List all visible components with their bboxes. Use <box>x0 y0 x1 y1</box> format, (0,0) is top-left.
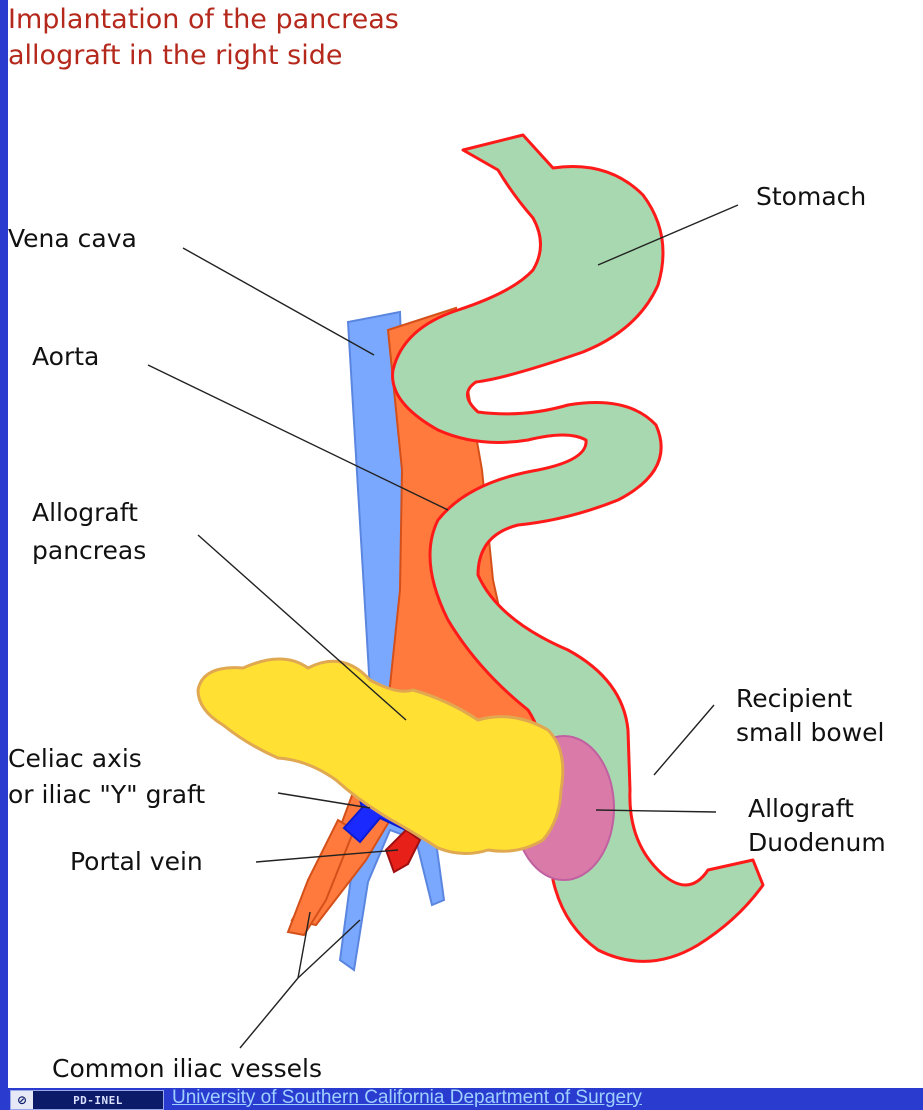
title-line-1: Implantation of the pancreas <box>8 4 399 35</box>
label-allograft-duodenum-line2: Duodenum <box>748 826 886 860</box>
label-celiac-axis-line1: Celiac axis <box>8 742 142 776</box>
label-stomach: Stomach <box>756 180 866 214</box>
label-allograft-pancreas-line2: pancreas <box>32 534 146 568</box>
label-allograft-pancreas-line1: Allograft <box>32 496 138 530</box>
label-celiac-axis-line2: or iliac "Y" graft <box>8 778 205 812</box>
label-recipient-small-bowel-line1: Recipient <box>736 682 852 716</box>
source-credit-link[interactable]: University of Southern California Depart… <box>172 1086 642 1110</box>
label-recipient-small-bowel-line2: small bowel <box>736 716 884 750</box>
license-badge[interactable]: ⊘ PD-INEL <box>10 1090 164 1110</box>
license-badge-label: PD-INEL <box>33 1091 163 1109</box>
public-domain-icon: ⊘ <box>11 1091 33 1109</box>
diagram-title: Implantation of the pancreas allograft i… <box>8 2 399 74</box>
diagram-frame: Implantation of the pancreas allograft i… <box>8 0 923 1088</box>
label-allograft-duodenum-line1: Allograft <box>748 792 854 826</box>
footer-bar: ⊘ PD-INEL University of Southern Califor… <box>0 1088 923 1110</box>
label-common-iliac-vessels: Common iliac vessels <box>52 1052 322 1086</box>
label-aorta: Aorta <box>32 340 99 374</box>
label-portal-vein: Portal vein <box>70 845 203 879</box>
title-line-2: allograft in the right side <box>8 40 342 71</box>
label-vena-cava: Vena cava <box>8 222 137 256</box>
